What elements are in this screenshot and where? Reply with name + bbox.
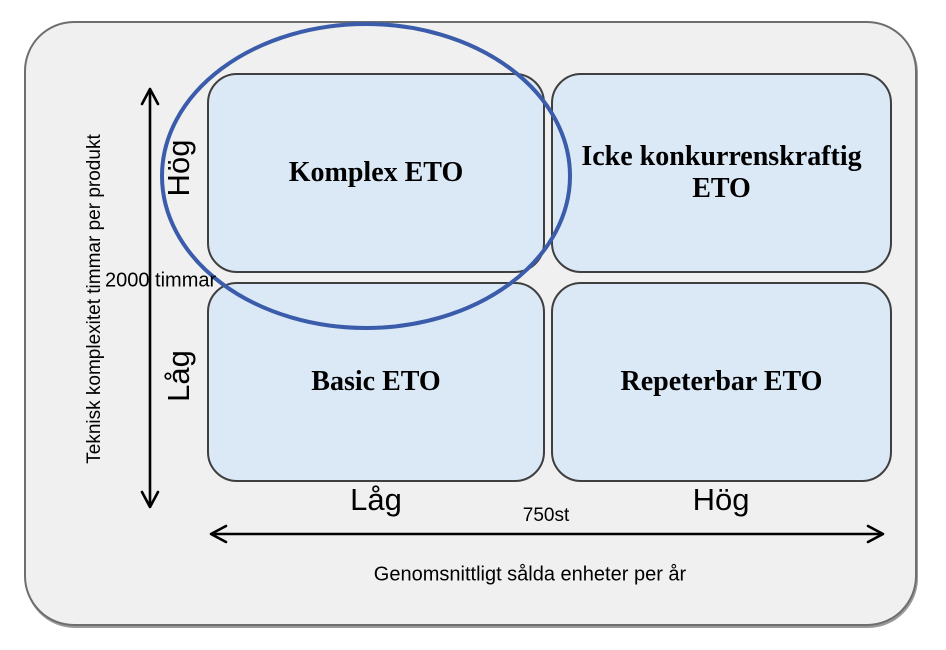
y-axis-threshold-label: 2000 timmar xyxy=(105,269,217,292)
x-axis-low-label: Låg xyxy=(350,482,402,517)
y-axis-title: Teknisk komplexitet timmar per produkt xyxy=(84,134,105,464)
x-axis-threshold-label: 750st xyxy=(522,505,570,526)
y-axis-low-label: Låg xyxy=(161,350,196,402)
quadrant-basic-eto: Basic ETO xyxy=(207,282,545,482)
x-axis-title: Genomsnittligt sålda enheter per år xyxy=(373,563,687,586)
quadrant-icke-konkurrenskraftig-eto: Icke konkurrenskraftig ETO xyxy=(551,73,892,273)
quadrant-label: Icke konkurrenskraftig ETO xyxy=(581,140,862,204)
quadrant-label: Repeterbar ETO xyxy=(620,365,823,397)
quadrant-repeterbar-eto: Repeterbar ETO xyxy=(551,282,892,482)
x-axis-high-label: Hög xyxy=(692,482,750,517)
quadrant-label: Basic ETO xyxy=(311,365,441,397)
y-axis-high-label: Hög xyxy=(161,139,196,197)
quadrant-label: Komplex ETO xyxy=(288,156,464,188)
quadrant-komplex-eto: Komplex ETO xyxy=(207,73,545,273)
